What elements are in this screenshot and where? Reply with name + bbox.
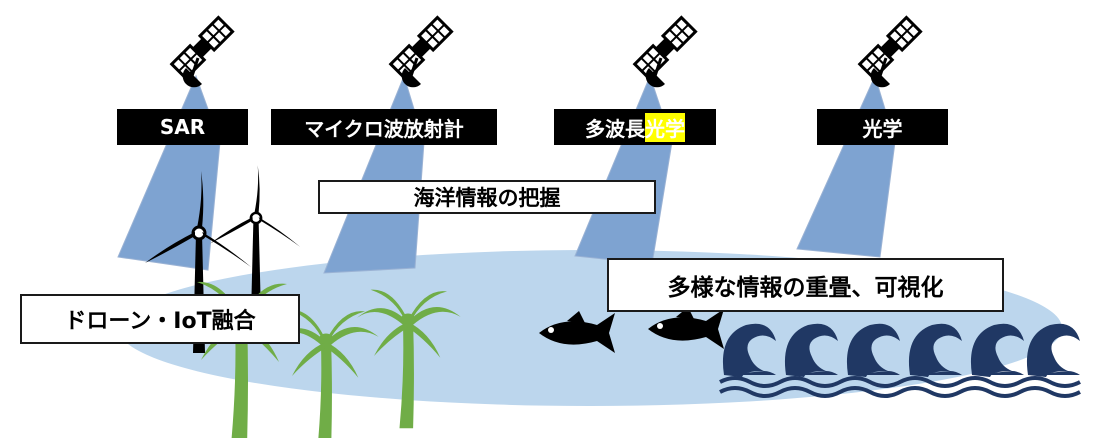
satellite-icon	[858, 15, 923, 89]
sensor-label-text: SAR	[159, 115, 206, 139]
waves-group	[719, 323, 1081, 398]
sar-beam	[117, 74, 221, 271]
drone-iot-callout: ドローン・IoT融合	[20, 294, 300, 344]
sensor-label-sar: SAR	[117, 109, 248, 145]
sensor-label-text: 光学	[862, 116, 903, 141]
wave-line	[719, 386, 1081, 398]
callout-text: 多様な情報の重畳、可視化	[667, 275, 944, 301]
wave-line	[719, 376, 1081, 388]
callout-text: 海洋情報の把握	[413, 186, 561, 210]
callout-text: ドローン・IoT融合	[64, 309, 256, 334]
satellite-icon	[389, 15, 454, 89]
optical-beam	[796, 74, 896, 258]
satellite-icon	[170, 15, 235, 89]
sensor-label-text: マイクロ波放射計	[304, 116, 464, 141]
overlay-visualization-callout: 多様な情報の重畳、可視化	[607, 258, 1004, 312]
ocean-info-callout: 海洋情報の把握	[318, 180, 656, 214]
microwave-beam	[323, 74, 425, 274]
sensor-label-multispectral: 多波長光学	[554, 109, 716, 145]
sensor-label-microwave: マイクロ波放射計	[271, 109, 497, 145]
satellite-icon	[633, 15, 698, 89]
sensor-label-optical: 光学	[817, 109, 948, 145]
multispectral-beam	[574, 74, 673, 265]
sensor-label-text: 多波長	[585, 116, 645, 141]
highlighted-text: 光学	[645, 112, 685, 142]
